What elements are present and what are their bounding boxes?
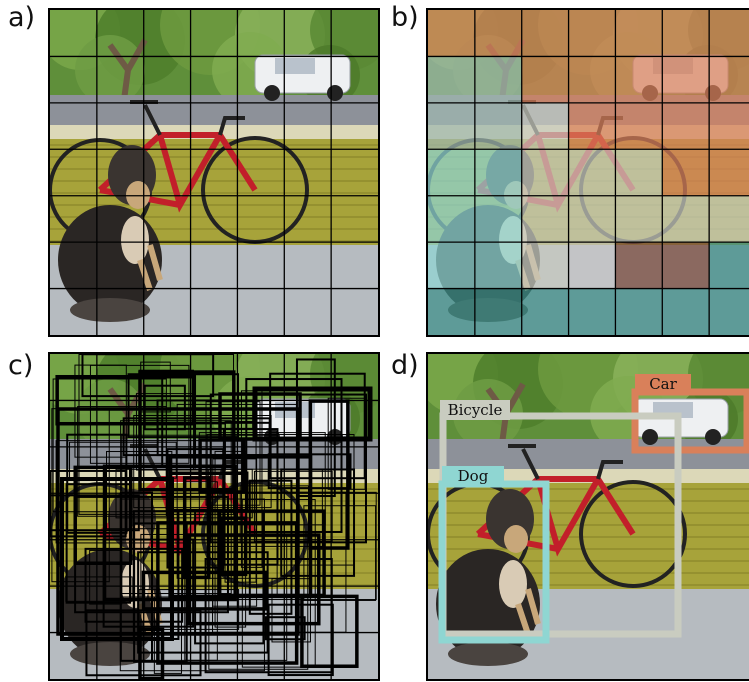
candidate-box-strong — [218, 392, 302, 441]
probability-cell-dog_dark — [428, 288, 475, 335]
car-label-tag — [635, 374, 691, 394]
probability-cell-dog_dark — [662, 288, 710, 335]
probability-cell-none — [474, 56, 522, 103]
bicycle-label-tag — [440, 400, 510, 420]
probability-cell-brown — [615, 242, 663, 289]
probability-cell-bicycle — [521, 195, 569, 243]
grid-overlay — [50, 10, 378, 335]
probability-cell-bicycle — [521, 102, 569, 150]
probability-cell-car — [615, 102, 663, 150]
probability-cell-car — [709, 149, 749, 196]
panel-label-b: b) — [391, 2, 419, 33]
probability-cell-dog — [428, 195, 475, 243]
panel-label-a: a) — [8, 2, 36, 33]
probability-cell-dog_dark — [521, 288, 569, 335]
probability-cell-none — [428, 102, 475, 150]
probability-map — [428, 10, 749, 335]
candidate-box — [50, 469, 127, 538]
probability-cell-bicycle — [709, 195, 749, 243]
probability-cell-dog — [428, 149, 475, 196]
probability-cell-car — [615, 10, 663, 57]
candidate-box — [241, 499, 316, 668]
probability-cell-none — [474, 102, 522, 150]
panel-label-c: c) — [8, 350, 34, 381]
bicycle-label-text: Bicycle — [448, 401, 503, 419]
probability-cell-car — [662, 102, 710, 150]
probability-cell-bicycle — [521, 149, 569, 196]
probability-cell-none — [428, 56, 475, 103]
candidate-box — [186, 533, 321, 626]
dog-label-tag — [442, 466, 504, 486]
candidate-box — [224, 421, 257, 583]
candidate-box — [303, 505, 377, 601]
candidate-box — [267, 603, 334, 677]
probability-cell-car — [568, 10, 616, 57]
probability-cell-bicycle — [568, 149, 616, 196]
candidate-box — [73, 465, 133, 565]
probability-cell-car — [521, 10, 569, 57]
probability-cell-car — [615, 56, 663, 103]
probability-cell-bicycle — [662, 195, 710, 243]
probability-cell-bicycle — [568, 195, 616, 243]
candidate-box — [269, 372, 366, 480]
candidate-box — [194, 509, 265, 645]
probability-cell-car — [709, 102, 749, 150]
candidate-box — [253, 470, 333, 542]
probability-cell-brown — [662, 242, 710, 289]
probability-cell-car — [428, 10, 475, 57]
probability-cell-car — [568, 102, 616, 150]
grid-overlay — [50, 354, 378, 679]
candidate-box — [138, 627, 165, 679]
probability-cell-bicycle — [615, 149, 663, 196]
probability-cell-bicycle — [521, 242, 569, 289]
candidate-box — [240, 390, 263, 568]
probability-cell-car — [474, 10, 522, 57]
probability-cell-car — [709, 10, 749, 57]
probability-cell-dog — [474, 242, 522, 289]
car-label-text: Car — [649, 375, 677, 393]
probability-cell-car — [568, 56, 616, 103]
candidate-box — [208, 535, 309, 670]
candidate-box — [182, 476, 211, 580]
candidate-box-strong — [56, 407, 300, 636]
probability-cell-car — [709, 56, 749, 103]
panel-b-class-probability-map — [426, 8, 749, 337]
candidate-box — [161, 374, 197, 468]
candidate-box-strong — [60, 477, 174, 641]
candidate-box — [222, 428, 279, 566]
candidate-box-strong — [252, 386, 373, 442]
panel-a-grid-image — [48, 8, 380, 337]
panel-label-d: d) — [391, 350, 419, 381]
probability-cell-dog_dark — [474, 288, 522, 335]
probability-cell-car — [662, 149, 710, 196]
panel-c-bounding-boxes — [48, 352, 380, 681]
probability-cell-dog — [474, 149, 522, 196]
probability-cell-dog — [474, 195, 522, 243]
probability-cell-grey — [568, 242, 616, 289]
dog-label-text: Dog — [458, 467, 489, 485]
candidate-box — [220, 516, 248, 577]
candidate-box — [206, 434, 355, 566]
candidate-box — [74, 364, 127, 458]
scene-photo — [50, 10, 378, 335]
candidate-box — [300, 594, 359, 668]
probability-cell-dog_dark — [709, 242, 749, 289]
probability-cell-bicycle — [615, 195, 663, 243]
probability-cell-dog_dark — [709, 288, 749, 335]
candidate-box — [248, 479, 293, 615]
grid-overlay — [428, 10, 749, 335]
probability-cell-car — [521, 56, 569, 103]
candidate-box — [308, 399, 350, 550]
candidate-box — [52, 378, 167, 513]
probability-cell-dog — [428, 242, 475, 289]
probability-cell-car — [662, 10, 710, 57]
probability-cell-car — [662, 56, 710, 103]
probability-cell-dog_dark — [615, 288, 663, 335]
candidate-box — [137, 551, 269, 654]
probability-cell-dog_dark — [568, 288, 616, 335]
candidate-box — [264, 616, 306, 641]
